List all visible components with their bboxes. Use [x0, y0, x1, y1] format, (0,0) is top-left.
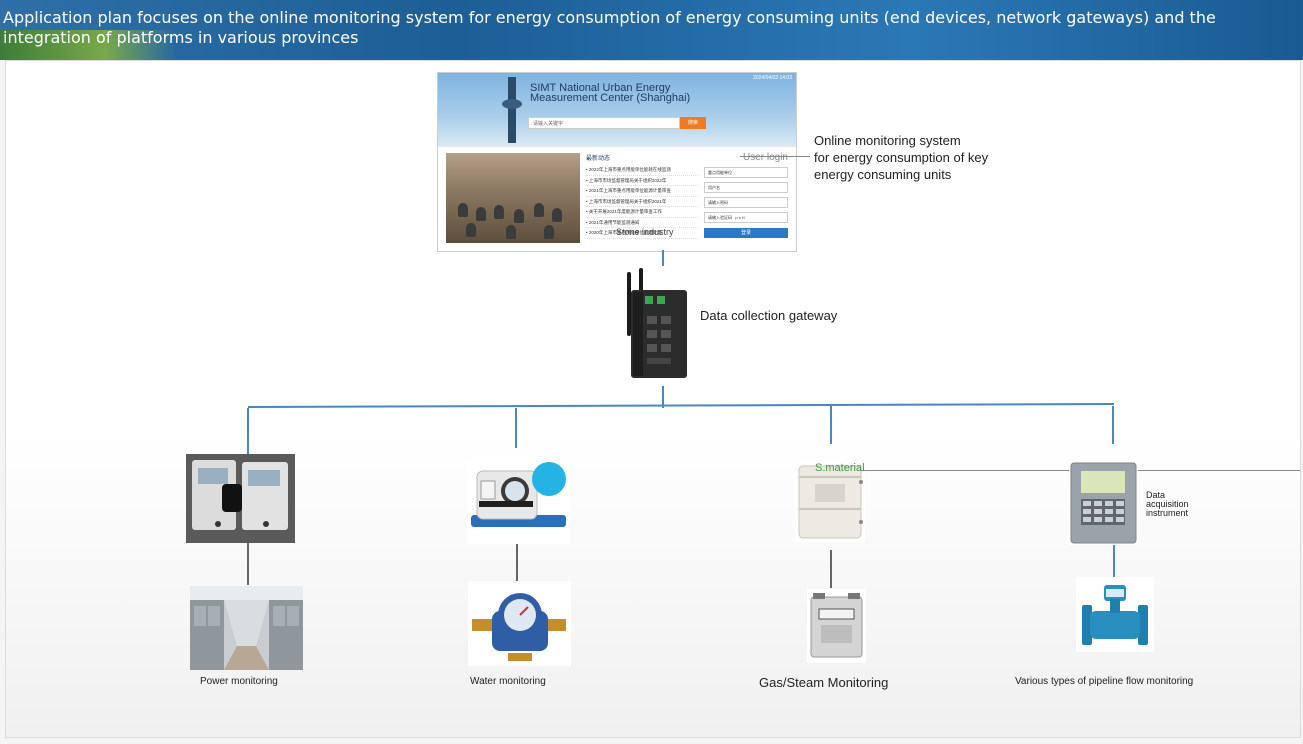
drop-branch-3 [830, 406, 832, 444]
title-banner: Application plan focuses on the online m… [0, 0, 1303, 60]
drop-branch-2 [515, 408, 517, 448]
platform-label: Online monitoring system for energy cons… [814, 133, 989, 182]
platform-body: 最新动态 • 2022年上海市重点用能单位能耗在线监测 • 上海市市场监督管理局… [438, 147, 796, 251]
platform-site-title: SIMT National Urban Energy Measurement C… [530, 82, 691, 104]
platform-screenshot: SIMT National Urban Energy Measurement C… [437, 72, 797, 252]
drop-branch-1 [247, 408, 249, 454]
meeting-photo [446, 153, 580, 243]
water-meter-photo [468, 581, 571, 666]
platform-search-input: 请输入关键字 [528, 117, 680, 129]
platform-news-list: 最新动态 • 2022年上海市重点用能单位能耗在线监测 • 上海市市场监督管理局… [586, 153, 698, 245]
power-monitoring-label: Power monitoring [200, 676, 278, 687]
gateway-label: Data collection gateway [700, 308, 838, 323]
page-title: Application plan focuses on the online m… [3, 8, 1216, 47]
data-acquisition-instrument-device [1069, 461, 1138, 545]
platform-hero: SIMT National Urban Energy Measurement C… [438, 73, 796, 145]
login-button: 登录 [704, 228, 788, 238]
smart-water-meter-device [467, 461, 570, 544]
platform-pointer [740, 156, 810, 157]
platform-overlay-text: Stone industry [616, 227, 674, 237]
electric-meter-device [186, 454, 295, 543]
gas-meter-photo [807, 589, 866, 663]
pipeline-flow-meter-photo [1076, 577, 1154, 652]
link-gas-sensor [830, 550, 832, 588]
platform-search-button: 搜索 [680, 117, 706, 129]
data-acquisition-label: Data acquisition instrument [1146, 490, 1189, 518]
link-flow-sensor [1113, 545, 1115, 578]
tower-icon [508, 77, 516, 143]
link-water-sensor [516, 544, 518, 582]
connector-gateway-bus [662, 386, 664, 408]
water-monitoring-label: Water monitoring [470, 676, 546, 687]
gas-steam-monitoring-label: Gas/Steam Monitoring [759, 675, 889, 690]
pipeline-flow-monitoring-label: Various types of pipeline flow monitorin… [1015, 676, 1194, 687]
gas-collector-device [795, 462, 865, 542]
tower-sphere [502, 99, 522, 109]
login-title: User login [742, 152, 788, 163]
power-room-photo [190, 586, 303, 670]
gas-collector-text: S.material [815, 462, 865, 474]
platform-login-panel: User login 重点用能单位 用户名 请输入密码 请输入验证码 p s H… [704, 153, 788, 247]
banner-accent [0, 30, 175, 60]
platform-date: 2024/04/03 14:03 [753, 75, 792, 81]
gateway-device [617, 266, 691, 386]
drop-branch-4 [1112, 406, 1114, 444]
news-header: 最新动态 [586, 156, 611, 162]
link-power-sensor [247, 543, 249, 585]
connector-platform-gateway [662, 250, 664, 280]
